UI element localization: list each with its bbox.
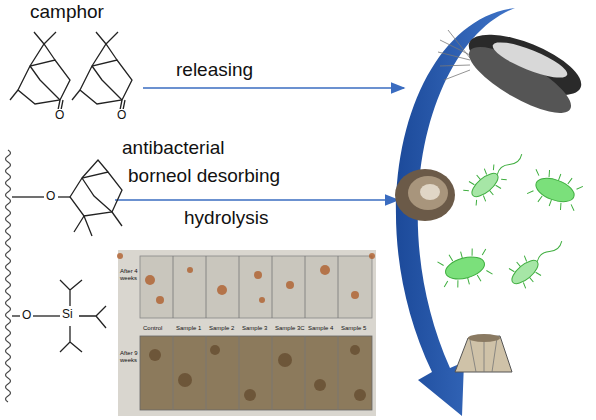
photo-label: Sample 3 [242,325,267,332]
arrow-label: hydrolysis [184,208,268,229]
photo-label: Sample 4 [308,325,333,332]
photo-label: After 9 weeks [120,350,138,363]
atom-label: O [21,309,32,322]
mussel [438,22,589,124]
oyster [395,169,455,221]
photo-label: Sample 1 [176,325,201,332]
hydrolysis-arrow [115,199,398,201]
atom-label: Si [61,308,74,321]
photo-label: Sample 2 [209,325,234,332]
atom-label: O [45,190,56,203]
arrow-label: borneol desorbing [128,166,280,187]
arrow-label: antibacterial [122,138,224,159]
atom-label: O [54,109,65,122]
silyl-structure [12,280,106,352]
photo-label: Sample 5 [341,325,366,332]
title-label: camphor [30,2,104,23]
borneol-structure [12,160,122,236]
photo-label: After 4 weeks [120,268,138,281]
atom-label: O [116,109,127,122]
camphor-structure [72,32,132,110]
barnacle [455,334,512,372]
camphor-structure [10,32,70,110]
bacteria [436,144,584,292]
photo-label: Control [143,325,162,332]
panel-photo [117,250,376,416]
photo-label: Sample 3C [275,325,305,332]
arrow-label: releasing [176,60,253,81]
release-arrow [143,87,404,89]
polymer-chain [6,150,11,402]
